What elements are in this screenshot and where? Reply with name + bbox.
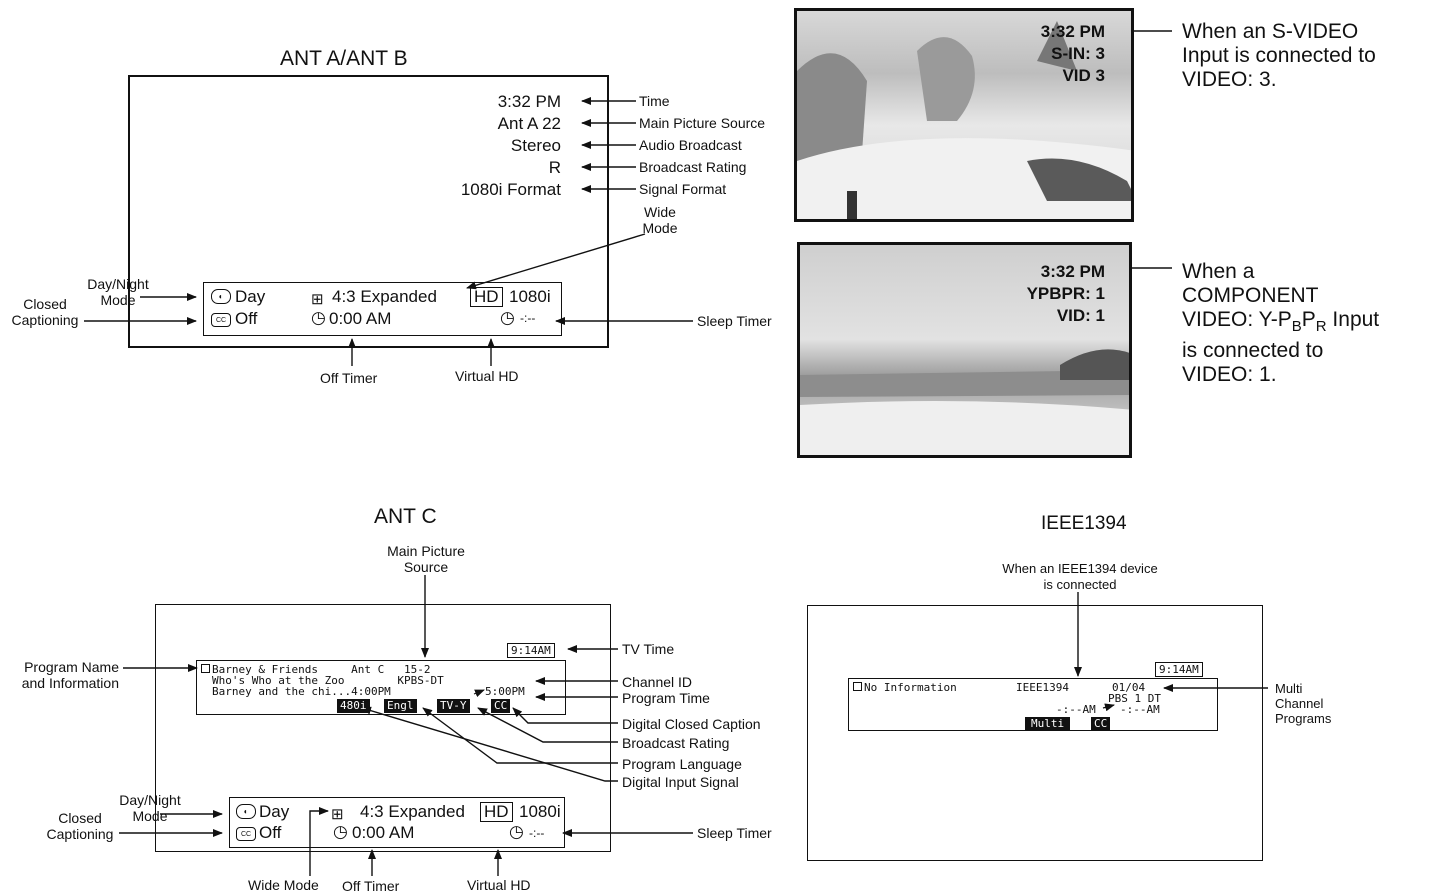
label-wide-mode: Wide Mode bbox=[248, 877, 319, 893]
chip-cc: CC bbox=[1091, 717, 1110, 731]
label-virtual-hd: Virtual HD bbox=[467, 877, 531, 893]
aspect-icon: ⊞ bbox=[311, 290, 324, 308]
component-caption-line2: VIDEO: Y-PBPR Input bbox=[1182, 308, 1379, 339]
sleep-timer-clock-icon: ◷ bbox=[500, 308, 515, 328]
label-ieee-device: When an IEEE1394 device is connected bbox=[985, 561, 1175, 593]
component-caption-line1: When a COMPONENT bbox=[1182, 260, 1379, 308]
resolution-label: 1080i bbox=[519, 802, 561, 822]
sleep-timer-clock-icon: ◷ bbox=[509, 822, 524, 842]
sleep-timer-value: -:-- bbox=[529, 826, 544, 840]
ieee-title: IEEE1394 bbox=[1041, 513, 1127, 535]
osd-audio: Stereo bbox=[380, 136, 561, 156]
chip-language: Engl bbox=[384, 699, 417, 713]
label-closed-captioning: Closed Captioning bbox=[36, 810, 124, 842]
day-night-icon: ◐ bbox=[211, 289, 231, 304]
label-broadcast-rating: Broadcast Rating bbox=[622, 735, 729, 751]
program-line-3b: 5:00PM bbox=[485, 686, 525, 697]
off-timer-value: 0:00 AM bbox=[352, 823, 414, 843]
svideo-time: 3:32 PM bbox=[1041, 21, 1105, 43]
ieee-screen bbox=[807, 605, 1263, 861]
cc-off-label: Off bbox=[235, 309, 257, 329]
cc-icon: CC bbox=[211, 313, 231, 327]
label-day-night: Day/Night Mode bbox=[78, 276, 158, 308]
osd-source: Ant A 22 bbox=[380, 114, 561, 134]
svideo-osd: 3:32 PM S-IN: 3 VID 3 bbox=[1041, 21, 1105, 87]
info-square-icon bbox=[201, 664, 210, 673]
label-sleep-timer: Sleep Timer bbox=[697, 313, 772, 329]
component-input: YPBPR: 1 bbox=[1027, 283, 1105, 305]
svideo-picture: 3:32 PM S-IN: 3 VID 3 bbox=[794, 8, 1134, 222]
day-label: Day bbox=[259, 802, 289, 822]
chip-multi: Multi bbox=[1025, 717, 1070, 731]
hd-badge: HD bbox=[470, 287, 503, 307]
off-timer-value: 0:00 AM bbox=[329, 309, 391, 329]
ieee-time-start: -:--AM bbox=[1056, 704, 1096, 715]
svideo-caption: When an S-VIDEO Input is connected to VI… bbox=[1182, 20, 1376, 92]
label-virtual-hd: Virtual HD bbox=[455, 368, 519, 384]
aspect-icon: ⊞ bbox=[331, 805, 344, 823]
cc-off-label: Off bbox=[259, 823, 281, 843]
label-program-name: Program Name and Information bbox=[0, 659, 119, 691]
label-tv-time: TV Time bbox=[622, 641, 674, 657]
label-digital-input: Digital Input Signal bbox=[622, 774, 739, 790]
osd-format: 1080i Format bbox=[380, 180, 561, 200]
label-program-time: Program Time bbox=[622, 690, 710, 706]
ant-c-tv-time: 9:14AM bbox=[507, 643, 555, 658]
chip-rating: TV-Y bbox=[437, 699, 470, 713]
svideo-input: S-IN: 3 bbox=[1041, 43, 1105, 65]
callout-wide-mode: Wide Mode bbox=[630, 204, 690, 236]
callout-time: Time bbox=[639, 93, 670, 109]
label-off-timer: Off Timer bbox=[320, 370, 377, 386]
label-multi-channel: Multi Channel Programs bbox=[1275, 681, 1331, 726]
callout-signal-format: Signal Format bbox=[639, 181, 726, 197]
label-main-picture-source: Main Picture Source bbox=[380, 543, 472, 575]
callout-main-source: Main Picture Source bbox=[639, 115, 765, 131]
osd-rating: R bbox=[380, 158, 561, 178]
label-closed-captioning: Closed Captioning bbox=[2, 296, 88, 328]
ieee-source: IEEE1394 bbox=[1016, 682, 1069, 693]
day-label: Day bbox=[235, 287, 265, 307]
ant-c-title: ANT C bbox=[374, 505, 437, 529]
ant-ab-title: ANT A/ANT B bbox=[280, 47, 408, 71]
off-timer-clock-icon: ◷ bbox=[311, 308, 326, 328]
info-square-icon bbox=[853, 682, 862, 691]
off-timer-clock-icon: ◷ bbox=[333, 822, 348, 842]
label-off-timer: Off Timer bbox=[342, 878, 399, 894]
expanded-label: 4:3 Expanded bbox=[360, 802, 465, 822]
callout-audio: Audio Broadcast bbox=[639, 137, 742, 153]
hd-badge: HD bbox=[480, 802, 513, 822]
component-vid: VID: 1 bbox=[1027, 305, 1105, 327]
svideo-vid: VID 3 bbox=[1041, 65, 1105, 87]
osd-time: 3:32 PM bbox=[380, 92, 561, 112]
callout-rating: Broadcast Rating bbox=[639, 159, 746, 175]
component-time: 3:32 PM bbox=[1027, 261, 1105, 283]
chip-cc: CC bbox=[491, 699, 510, 713]
component-caption-line3: is connected to VIDEO: 1. bbox=[1182, 339, 1379, 387]
label-program-language: Program Language bbox=[622, 756, 742, 772]
expanded-label: 4:3 Expanded bbox=[332, 287, 437, 307]
resolution-label: 1080i bbox=[509, 287, 551, 307]
program-line-3a: Barney and the chi...4:00PM bbox=[212, 686, 391, 697]
ieee-time-end: -:--AM bbox=[1120, 704, 1160, 715]
label-digital-cc: Digital Closed Caption bbox=[622, 716, 761, 732]
day-night-icon: ◐ bbox=[236, 804, 256, 819]
chip-480i: 480i bbox=[337, 699, 370, 713]
cc-icon: CC bbox=[236, 827, 256, 841]
component-osd: 3:32 PM YPBPR: 1 VID: 1 bbox=[1027, 261, 1105, 327]
label-channel-id: Channel ID bbox=[622, 674, 692, 690]
sleep-timer-value: -:-- bbox=[520, 311, 535, 325]
component-caption: When a COMPONENT VIDEO: Y-PBPR Input is … bbox=[1182, 260, 1379, 387]
ieee-tv-time: 9:14AM bbox=[1155, 662, 1203, 677]
ieee-no-info: No Information bbox=[864, 682, 957, 693]
component-picture: 3:32 PM YPBPR: 1 VID: 1 bbox=[797, 242, 1132, 458]
label-sleep-timer: Sleep Timer bbox=[697, 825, 772, 841]
